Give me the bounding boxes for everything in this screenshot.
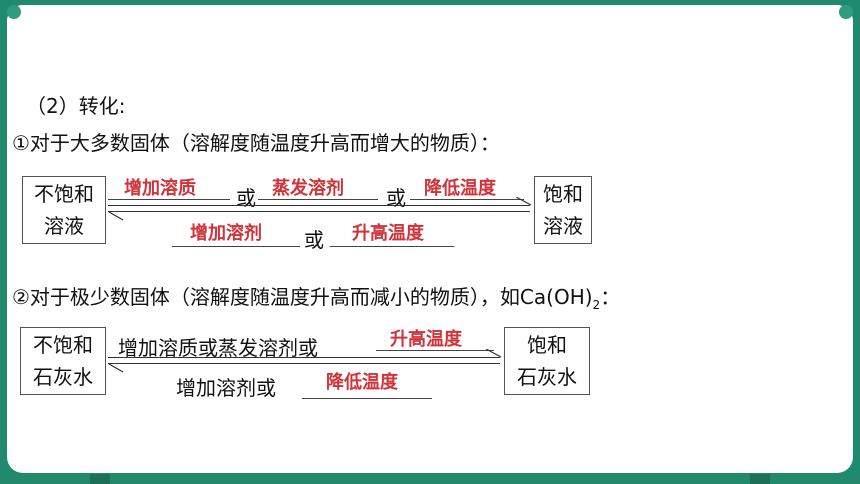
d1-blank-2: [258, 199, 378, 200]
d1-forward-arrow-line: [108, 205, 530, 206]
item2-main: ②对于极少数固体（溶解度随温度升高而减小的物质），如Ca(OH): [12, 285, 593, 309]
d1-answer-evaporate: 蒸发溶剂: [272, 178, 344, 199]
d2-answer-lower-temp: 降低温度: [326, 372, 398, 393]
d1-blank-4: [172, 246, 300, 247]
diagram1-right-line1: 饱和: [543, 182, 583, 206]
section-heading: （2）转化:: [26, 94, 126, 118]
d1-answer-add-solvent: 增加溶剂: [190, 223, 262, 244]
corner-dot-tl: [7, 5, 21, 19]
d1-backward-arrowhead-icon: [108, 211, 124, 221]
d2-forward-arrowhead-icon: [486, 349, 502, 358]
diagram1-right-line2: 溶液: [543, 214, 583, 238]
d2-backward-arrow-line: [108, 363, 500, 364]
item1-text: ①对于大多数固体（溶解度随温度升高而增大的物质）：: [12, 131, 500, 155]
d1-or-3: 或: [304, 228, 324, 252]
diagram2-right-box: 饱和 石灰水: [504, 327, 590, 395]
d2-forward-arrow-line: [108, 357, 500, 358]
diagram2-left-line1: 不饱和: [33, 333, 93, 357]
d1-or-1: 或: [236, 186, 256, 210]
d1-answer-add-solute: 增加溶质: [124, 178, 196, 199]
d2-answer-raise-temp: 升高温度: [390, 329, 462, 350]
d1-blank-3: [410, 199, 524, 200]
diagram1-right-box: 饱和 溶液: [534, 176, 592, 244]
diagram2-right-line2: 石灰水: [517, 365, 577, 389]
d1-answer-lower-temp: 降低温度: [424, 178, 496, 199]
d1-backward-arrow-line: [108, 211, 530, 212]
diagram2-right-line1: 饱和: [527, 333, 567, 357]
d2-top-prefix: 增加溶质或蒸发溶剂或: [118, 336, 318, 360]
slide-card: [7, 5, 853, 473]
bottom-bar: [0, 474, 860, 484]
d2-bottom-prefix: 增加溶剂或: [176, 376, 276, 400]
diagram2-left-box: 不饱和 石灰水: [20, 327, 106, 395]
diagram1-left-box: 不饱和 溶液: [22, 176, 106, 244]
d1-forward-arrowhead-icon: [516, 197, 532, 206]
d2-backward-arrowhead-icon: [108, 363, 124, 373]
d1-or-2: 或: [386, 186, 406, 210]
diagram2-left-line2: 石灰水: [33, 365, 93, 389]
d2-blank-1: [376, 350, 494, 351]
diagram1-left-line2: 溶液: [44, 214, 84, 238]
d1-blank-5: [330, 246, 454, 247]
diagram1-left-line1: 不饱和: [34, 182, 94, 206]
corner-dot-tr: [839, 5, 853, 19]
d1-answer-raise-temp: 升高温度: [352, 223, 424, 244]
item2-text: ②对于极少数固体（溶解度随温度升高而减小的物质），如Ca(OH)2：: [12, 281, 620, 312]
item2-subscript: 2: [592, 298, 601, 312]
bottom-tab-right: [750, 474, 770, 484]
bottom-tab-left: [90, 474, 110, 484]
item2-tail: ：: [600, 285, 621, 309]
d2-blank-2: [302, 398, 432, 399]
d1-blank-1: [108, 199, 230, 200]
